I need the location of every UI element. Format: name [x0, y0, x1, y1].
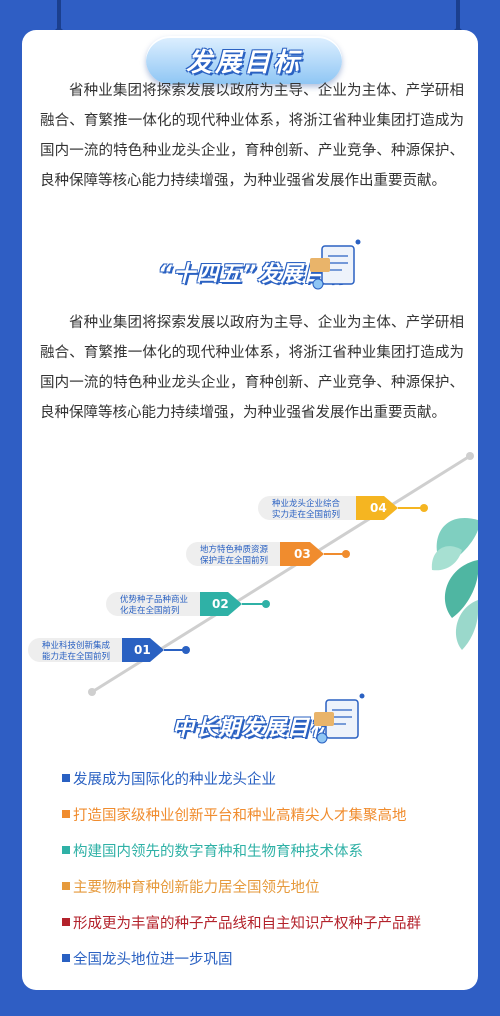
content-card: 发展目标 省种业集团将探索发展以政府为主导、企业为主体、产学研相融合、育繁推一体… [22, 30, 478, 990]
bullet-square-icon [62, 774, 70, 782]
longterm-title: 中长期发展目标 [172, 716, 334, 741]
step-04-label-line1: 种业龙头企业综合 [272, 498, 341, 509]
step-03-label-line2: 保护走在全国前列 [200, 555, 268, 566]
goal-text: 打造国家级种业创新平台和种业高精尖人才集聚高地 [73, 808, 407, 824]
hanging-pin-left [54, 0, 64, 38]
step-01-label-line1: 种业科技创新集成 [42, 640, 111, 651]
page-title: 发展目标 [185, 47, 302, 78]
list-item: 发展成为国际化的种业龙头企业 [62, 762, 472, 798]
step-02-label-line1: 优势种子品种商业 [120, 594, 188, 605]
list-item: 构建国内领先的数字育种和生物育种技术体系 [62, 834, 472, 870]
document-decoration-icon-2 [314, 693, 365, 744]
hanging-pin-right [453, 0, 463, 38]
leaf-decoration-icon [431, 518, 478, 650]
step-01-label-line2: 能力走在全国前列 [42, 651, 110, 662]
list-item: 全国龙头地位进一步巩固 [62, 942, 472, 978]
milestone-step-02: 优势种子品种商业 化走在全国前列 02 [106, 592, 270, 616]
milestone-step-01: 种业科技创新集成 能力走在全国前列 01 [28, 638, 190, 662]
longterm-goal-list: 发展成为国际化的种业龙头企业 打造国家级种业创新平台和种业高精尖人才集聚高地 构… [62, 762, 472, 978]
header-banner: 发展目标 [146, 36, 342, 84]
step-02-number: 02 [212, 597, 229, 611]
track-start-dot [88, 688, 96, 696]
bullet-square-icon [62, 810, 70, 818]
intro-paragraph: 省种业集团将探索发展以政府为主导、企业为主体、产学研相融合、育繁推一体化的现代种… [40, 83, 464, 189]
goal-text: 发展成为国际化的种业龙头企业 [73, 772, 276, 788]
step-01-number: 01 [134, 643, 151, 657]
list-item: 打造国家级种业创新平台和种业高精尖人才集聚高地 [62, 798, 472, 834]
track-end-dot [466, 452, 474, 460]
list-item: 主要物种育种创新能力居全国领先地位 [62, 870, 472, 906]
step-02-label-line2: 化走在全国前列 [120, 605, 180, 616]
step-04-number: 04 [370, 501, 387, 515]
document-decoration-icon [310, 239, 361, 290]
goal-text: 构建国内领先的数字育种和生物育种技术体系 [73, 844, 363, 860]
bullet-square-icon [62, 918, 70, 926]
milestone-step-04: 种业龙头企业综合 实力走在全国前列 04 [258, 496, 428, 520]
step-03-label-line1: 地方特色种质资源 [200, 544, 269, 555]
bullet-square-icon [62, 882, 70, 890]
bullet-square-icon [62, 954, 70, 962]
step-04-label-line2: 实力走在全国前列 [272, 509, 340, 520]
bullet-square-icon [62, 846, 70, 854]
milestone-step-03: 地方特色种质资源 保护走在全国前列 03 [186, 542, 350, 566]
step-03-number: 03 [294, 547, 311, 561]
milestone-diagram: 种业龙头企业综合 实力走在全国前列 04 地方特色种质资源 保护走在全国前列 0… [28, 452, 474, 696]
plan14-paragraph: 省种业集团将探索发展以政府为主导、企业为主体、产学研相融合、育繁推一体化的现代种… [40, 315, 464, 421]
goal-text: 全国龙头地位进一步巩固 [73, 952, 233, 968]
goal-text: 形成更为丰富的种子产品线和自主知识产权种子产品群 [73, 916, 421, 932]
goal-text: 主要物种育种创新能力居全国领先地位 [73, 880, 320, 896]
list-item: 形成更为丰富的种子产品线和自主知识产权种子产品群 [62, 906, 472, 942]
